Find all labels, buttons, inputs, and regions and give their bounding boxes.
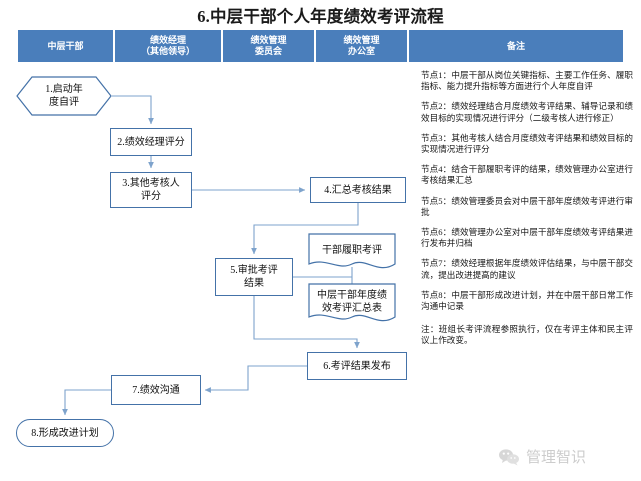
note-item-5: 节点5：绩效管理委员会对中层干部年度绩效考评进行审批 [421,195,633,217]
flow-node-label: 4.汇总考核结果 [324,184,392,196]
note-item-1: 节点1：中层干部从岗位关键指标、主要工作任务、履职指标、能力提升指标等方面进行个… [421,70,633,92]
flow-node-2-manager-scoring[interactable]: 2.绩效经理评分 [110,128,192,156]
header-label-line1: 绩效管理 [250,35,287,45]
header-label-line1: 备注 [506,40,525,51]
flow-node-label: 5.审批考评 结果 [230,265,278,289]
hexagon-shape [16,76,112,116]
note-footnote: 注：班组长考评流程参照执行，仅在考评主体和民主评议上作改变。 [421,324,633,346]
note-item-4: 节点4：结合干部履职考评的结果，绩效管理办公室进行考核结果汇总 [421,164,633,186]
header-label-line1: 绩效管理 [343,35,380,45]
flow-node-6-publish-results[interactable]: 6.考评结果发布 [307,352,407,380]
flow-node-4-aggregate-results[interactable]: 4.汇总考核结果 [310,177,406,203]
header-label-line2: 办公室 [347,46,375,56]
wechat-icon [499,448,519,465]
flow-node-8-improvement-plan[interactable]: 8.形成改进计划 [16,419,114,447]
header-column-zhongceng-ganbu: 中层干部 [18,30,113,62]
header-column-weiyuanhui: 绩效管理 委员会 [221,30,314,62]
note-item-8: 节点8：中层干部形成改进计划，并在中层干部日常工作沟通中记录 [421,289,633,312]
document-shape [308,233,396,269]
header-label-line2: （其他领导） [140,46,195,56]
note-item-6: 节点6：绩效管理办公室对中层干部年度绩效考评结果进行发布并归档 [421,227,633,249]
flow-node-7-performance-communication[interactable]: 7.绩效沟通 [111,375,201,405]
flow-node-label: 3.其他考核人 评分 [122,178,180,202]
header-label-line1: 绩效经理 [149,35,186,45]
flow-node-label: 2.绩效经理评分 [117,136,185,148]
watermark: 管理智识 [498,446,586,467]
flow-node-3-other-assessor-scoring[interactable]: 3.其他考核人 评分 [110,172,192,208]
header-column-bangongshi: 绩效管理 办公室 [314,30,407,62]
flow-node-label: 6.考评结果发布 [323,360,391,372]
page-title: 6.中层干部个人年度绩效考评流程 [197,7,444,26]
note-item-7: 节点7：绩效经理根据年度绩效评估结果，与中层干部交流，提出改进提高的建议 [421,258,633,280]
flow-node-1-start-self-review[interactable]: 1.启动年 度自评 [16,76,112,116]
note-item-3: 节点3：其他考核人结合月度绩效考评结果和绩效目标的实现情况进行评分 [421,132,633,155]
watermark-text: 管理智识 [526,449,587,466]
flow-document-cadre-duty-review[interactable]: 干部履职考评 [308,233,396,273]
notes-column: 节点1：中层干部从岗位关键指标、主要工作任务、履职指标、能力提升指标等方面进行个… [421,70,633,347]
flow-connectors [62,95,360,416]
flow-document-annual-summary-table[interactable]: 中层干部年度绩 效考评汇总表 [308,283,396,327]
header-column-beizhu: 备注 [407,30,623,62]
flow-document-label: 中层干部年度绩 效考评汇总表 [317,290,387,314]
flow-node-label: 1.启动年 度自评 [45,84,83,108]
flow-document-label: 干部履职考评 [322,244,382,256]
document-shape [308,283,396,322]
note-item-2: 节点2：绩效经理结合月度绩效考评结果、辅导记录和绩效目标的实现情况进行评分（二级… [421,101,633,123]
flow-node-5-approve-results[interactable]: 5.审批考评 结果 [215,258,293,296]
flowchart-canvas: 1.启动年 度自评 2.绩效经理评分 3.其他考核人 评分 4.汇总考核结果 5… [0,62,641,481]
swimlane-header: 中层干部 绩效经理 （其他领导） 绩效管理 委员会 绩效管理 办公室 备注 [18,30,623,62]
flow-node-label: 8.形成改进计划 [31,427,99,439]
header-label-line1: 中层干部 [47,40,84,51]
flow-node-label: 7.绩效沟通 [132,384,180,396]
header-label-line2: 委员会 [254,46,282,56]
header-column-jixiao-jingli: 绩效经理 （其他领导） [113,30,221,62]
